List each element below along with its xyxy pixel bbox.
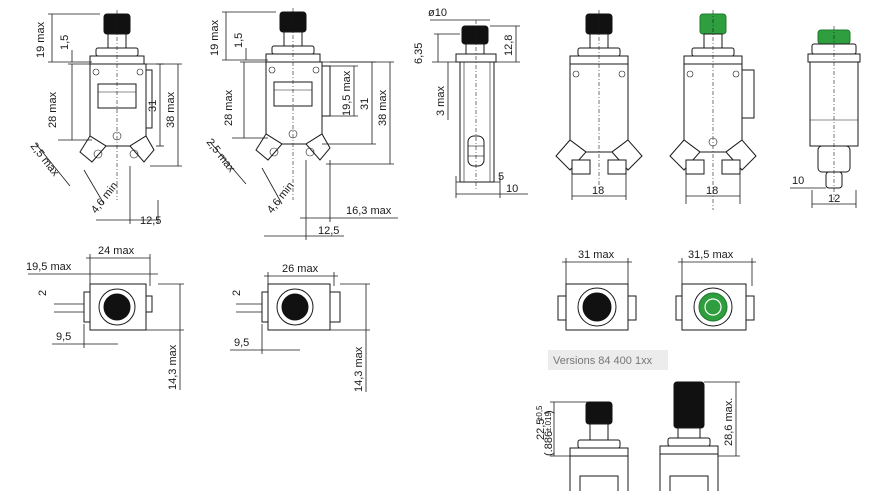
dim-2: 2 bbox=[37, 290, 49, 296]
auxiliary-tab bbox=[321, 65, 331, 117]
dim-tolerance: ±0,5 bbox=[535, 405, 544, 421]
dim-12-5: 12,5 bbox=[318, 225, 339, 237]
dim-2-5-max: 2,5 max bbox=[204, 136, 238, 175]
green-push-button-top bbox=[698, 292, 728, 322]
dim-31-5-max: 31,5 max bbox=[688, 249, 734, 261]
label-window bbox=[273, 81, 313, 107]
dim-14-3-max: 14,3 max bbox=[167, 344, 179, 390]
bottom-view-2: 26 max 2 9,5 14,3 max bbox=[230, 263, 370, 392]
dim-4-6-min: 4,6 min bbox=[89, 180, 121, 216]
dim-2-5-max: 2,5 max bbox=[28, 140, 62, 179]
dim-inch-close: ) bbox=[543, 410, 555, 414]
push-button-top bbox=[582, 292, 612, 322]
dim-9-5: 9,5 bbox=[56, 331, 71, 343]
dim-28-max: 28 max bbox=[47, 91, 59, 128]
push-button-cap bbox=[673, 381, 705, 429]
dim-38-max: 38 max bbox=[377, 89, 389, 126]
dim-4-6-min: 4,6 min bbox=[265, 180, 297, 216]
side-view-1: ø10 6,35 12,8 3 max 5 10 bbox=[413, 7, 528, 198]
dim-19-max: 19 max bbox=[209, 19, 221, 56]
reset-symbol-icon bbox=[704, 298, 722, 316]
version-tag: Versions 84 400 1xx bbox=[548, 350, 668, 370]
terminal-right bbox=[129, 135, 155, 163]
side-tab bbox=[145, 69, 153, 129]
tall-view-2: 28,6 max. bbox=[659, 381, 740, 491]
dim-26-max: 26 max bbox=[282, 263, 319, 275]
label-window bbox=[97, 83, 137, 109]
dim-3-max: 3 max bbox=[435, 86, 447, 116]
version-label: Versions 84 400 1xx bbox=[553, 355, 653, 367]
dim-19-5-max: 19,5 max bbox=[26, 261, 72, 273]
push-button-top bbox=[103, 293, 131, 321]
terminal-left bbox=[79, 135, 107, 163]
dim-31: 31 bbox=[147, 100, 159, 112]
dim-14-3-max: 14,3 max bbox=[353, 346, 365, 392]
auxiliary-tab bbox=[741, 69, 755, 119]
dim-19-5-max: 19,5 max bbox=[341, 70, 353, 116]
dim-5: 5 bbox=[498, 171, 504, 183]
dim-31: 31 bbox=[359, 98, 371, 110]
push-button-cap bbox=[461, 25, 489, 45]
mounting-hole bbox=[136, 68, 144, 76]
dim-2: 2 bbox=[231, 290, 243, 296]
front-view-3: 18 bbox=[555, 10, 643, 200]
dim-12-8: 12,8 bbox=[503, 35, 515, 56]
front-view-2: 19 max 1,5 28 max 19,5 max 31 38 max 2,5… bbox=[204, 8, 398, 240]
dim-16-3-max: 16,3 max bbox=[346, 205, 392, 217]
version-tag-bg bbox=[548, 350, 668, 370]
dim-28-max: 28 max bbox=[223, 89, 235, 126]
front-view-4: 18 bbox=[669, 10, 757, 210]
dim-31-max: 31 max bbox=[578, 249, 615, 261]
dim-10: 10 bbox=[506, 183, 518, 195]
dim-38-max: 38 max bbox=[165, 91, 177, 128]
mounting-hole bbox=[92, 68, 100, 76]
push-button-cap bbox=[585, 401, 613, 425]
side-view-2: 10 12 bbox=[790, 26, 861, 208]
dim-18: 18 bbox=[592, 185, 604, 197]
dim-1-5: 1,5 bbox=[59, 35, 71, 50]
dim-inch-tolerance: ±.019 bbox=[544, 411, 553, 432]
dim-diameter-10: ø10 bbox=[428, 7, 447, 19]
dim-10: 10 bbox=[792, 175, 804, 187]
dim-28-6-max: 28,6 max. bbox=[723, 398, 735, 446]
dim-9-5: 9,5 bbox=[234, 337, 249, 349]
dim-1-5: 1,5 bbox=[233, 33, 245, 48]
dim-12-5: 12,5 bbox=[140, 215, 161, 227]
dim-inch-open: (.886 bbox=[543, 431, 555, 456]
bottom-view-3: 31 max bbox=[557, 249, 637, 331]
dim-19-max: 19 max bbox=[35, 21, 47, 58]
front-view-1: 19 max 1,5 28 max 31 38 max 2,5 max 4,6 … bbox=[28, 10, 182, 227]
tall-view-1: 22,5 ±0,5 (.886 ±.019 ) bbox=[535, 401, 629, 491]
dim-22-5: 22,5 bbox=[535, 419, 547, 440]
dim-18: 18 bbox=[706, 185, 718, 197]
push-button-top bbox=[281, 293, 309, 321]
bottom-view-1: 24 max 19,5 max 2 9,5 14,3 max bbox=[26, 245, 184, 390]
dim-12: 12 bbox=[828, 193, 840, 205]
bottom-view-4: 31,5 max bbox=[675, 249, 756, 331]
dim-24-max: 24 max bbox=[98, 245, 135, 257]
dim-6-35: 6,35 bbox=[413, 43, 425, 64]
